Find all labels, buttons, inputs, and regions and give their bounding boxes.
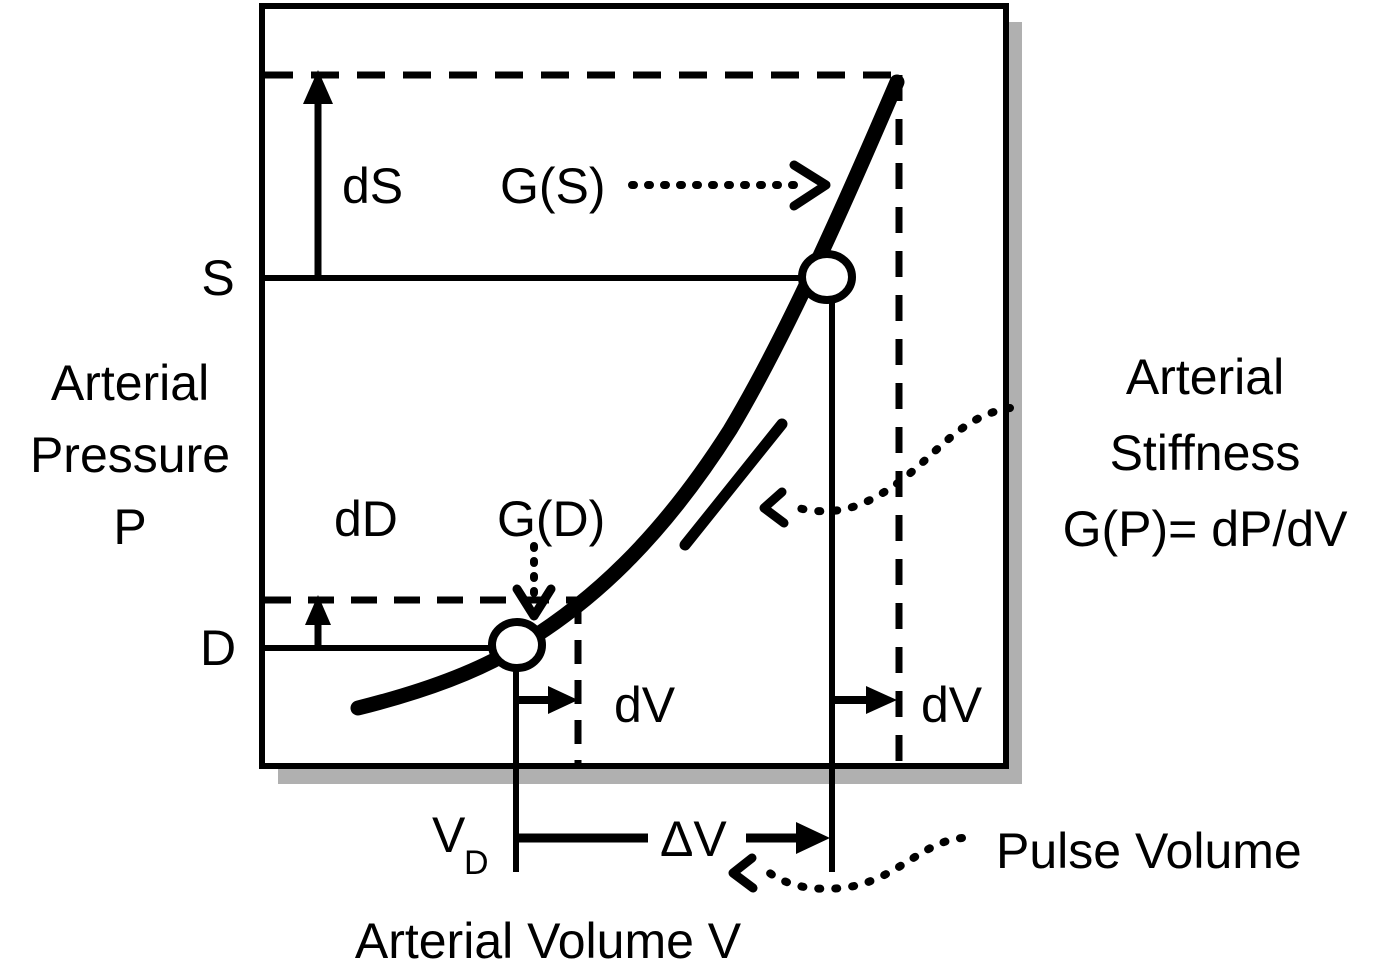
ds-measure-arrow <box>303 70 333 278</box>
gd-dotted-arrow <box>512 542 556 621</box>
delta-v-label: ΔV <box>660 811 727 867</box>
arterial-stiffness-line-3: G(P)= dP/dV <box>1063 501 1348 557</box>
dv-right-measure-arrow <box>835 686 897 714</box>
y-axis-title-line-1: Arterial <box>51 355 209 411</box>
x-axis-title: Arterial Volume V <box>355 913 742 969</box>
gs-label: G(S) <box>500 158 606 214</box>
dd-measure-arrow <box>305 595 331 648</box>
diastolic-point-marker <box>488 618 546 672</box>
vd-base: V <box>432 807 466 863</box>
y-axis-title-line-3: P <box>113 499 146 555</box>
y-tick-label-diastolic: D <box>200 620 236 676</box>
arterial-stiffness-callout-line <box>759 404 1014 528</box>
x-tick-label-vd: V D <box>432 807 489 882</box>
gd-label: G(D) <box>497 491 605 547</box>
tangent-line <box>679 418 788 551</box>
dv-left-measure-arrow <box>519 686 578 714</box>
systolic-point-marker <box>798 250 856 304</box>
vd-subscript: D <box>464 844 489 882</box>
dd-label: dD <box>334 491 398 547</box>
arterial-stiffness-line-1: Arterial <box>1126 349 1284 405</box>
pulse-volume-label: Pulse Volume <box>996 823 1302 879</box>
plot-frame <box>259 3 1009 769</box>
y-axis-title-line-2: Pressure <box>30 427 230 483</box>
dv-left-label: dV <box>614 677 676 733</box>
ds-label: dS <box>342 158 403 214</box>
pressure-volume-curve <box>350 74 905 716</box>
gs-dotted-arrow <box>628 160 831 211</box>
dv-right-label: dV <box>921 677 983 733</box>
y-tick-label-systolic: S <box>201 250 234 306</box>
arterial-stiffness-line-2: Stiffness <box>1110 425 1301 481</box>
delta-v-right-arrow <box>746 822 830 854</box>
pulse-volume-callout-line <box>728 834 966 893</box>
